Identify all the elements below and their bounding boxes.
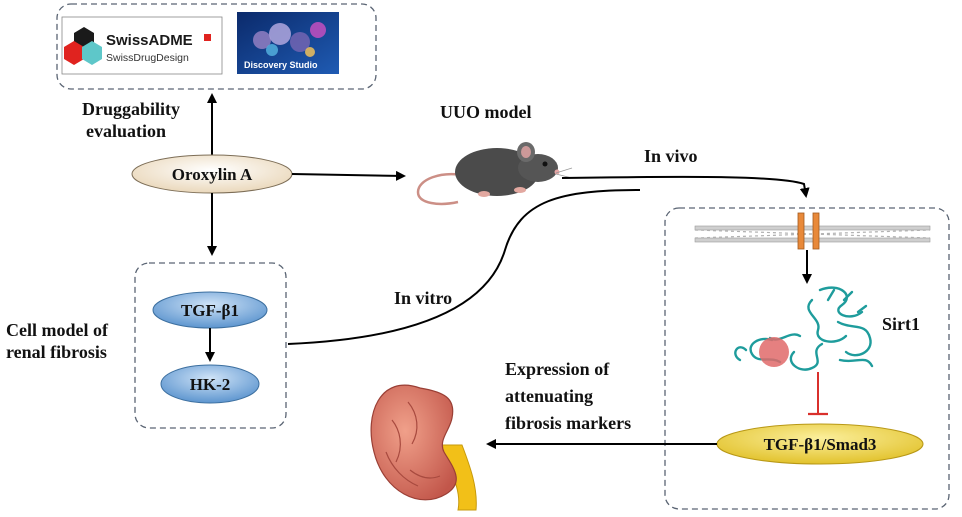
tools-box — [56, 3, 377, 90]
mechanism-box — [664, 207, 950, 510]
expression-label-line2: attenuating — [505, 386, 593, 406]
oroxylin-a-label: Oroxylin A — [172, 165, 253, 184]
in-vitro-curve — [287, 189, 641, 345]
cell-model-box — [134, 262, 287, 429]
expression-label-line1: Expression of — [505, 359, 610, 379]
druggability-label-line2: evaluation — [86, 121, 166, 141]
mouse-icon — [416, 142, 573, 206]
channel-left-icon — [797, 212, 805, 250]
swissadme-hex-red-icon — [64, 41, 84, 65]
hk2-label: HK-2 — [190, 375, 231, 394]
expression-label-line3: fibrosis markers — [505, 413, 631, 433]
kidney-icon — [370, 384, 477, 511]
ligand-sphere-icon — [759, 337, 789, 367]
cell-model-label-line2: renal fibrosis — [6, 342, 107, 362]
swissadme-subtitle: SwissDrugDesign — [106, 52, 189, 64]
channel-right-icon — [812, 212, 820, 250]
cell-membrane — [694, 225, 931, 243]
druggability-label-line1: Druggability — [82, 99, 180, 119]
sirt1-protein-icon — [734, 286, 874, 371]
in-vivo-arrow — [561, 175, 810, 198]
cell-model-label-line1: Cell model of — [6, 320, 109, 340]
tgf-smad3-label: TGF-β1/Smad3 — [764, 435, 877, 454]
sirt1-label: Sirt1 — [882, 314, 920, 334]
swissadme-title: SwissADME — [106, 32, 193, 49]
uuo-model-label: UUO model — [440, 102, 532, 122]
arrow-to-uuo — [291, 170, 406, 181]
swissadme-logo: SwissADME SwissDrugDesign — [61, 16, 223, 75]
discovery-studio-label: Discovery Studio — [244, 60, 318, 70]
tgf-b1-label: TGF-β1 — [181, 301, 239, 320]
in-vitro-label: In vitro — [394, 288, 452, 308]
in-vivo-label: In vivo — [644, 146, 698, 166]
hk2-node — [160, 364, 260, 404]
swissadme-hex-teal-icon — [82, 41, 102, 65]
swiss-flag-icon — [204, 34, 211, 41]
discovery-studio-logo: Discovery Studio — [237, 12, 339, 74]
